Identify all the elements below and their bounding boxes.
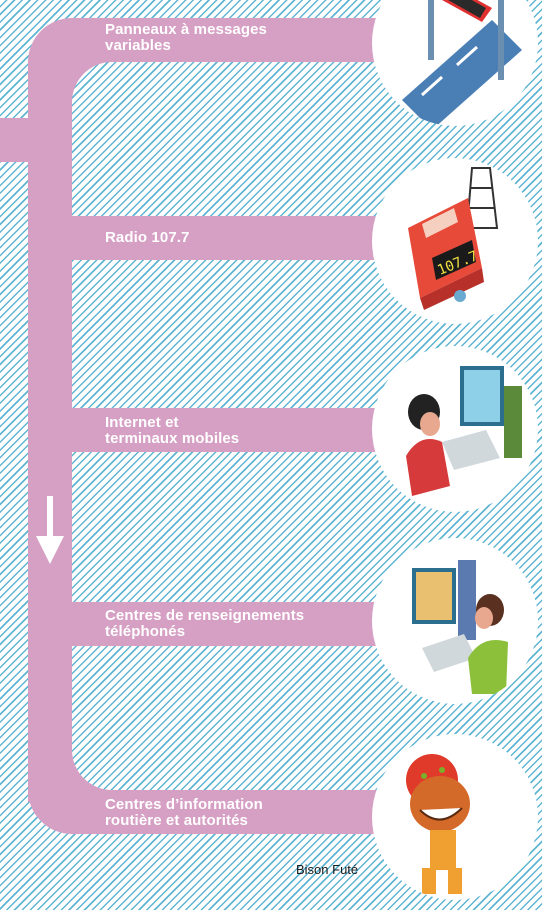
- branch-bar-5: [28, 790, 398, 834]
- branch-bar-3: [28, 408, 398, 452]
- call-center-icon: [372, 538, 538, 704]
- credit-text: Bison Futé: [296, 862, 359, 877]
- computer-user-icon: [372, 346, 538, 512]
- road-sign-icon: [372, 0, 538, 126]
- branch-bar-5-inner-curve: [72, 750, 112, 790]
- input-stub: [0, 118, 40, 162]
- channel-label-1: Panneaux à messages variables: [105, 21, 267, 54]
- channel-label-5: Centres d’information routière et autori…: [105, 796, 263, 829]
- channel-label-2: Radio 107.7: [105, 229, 190, 246]
- branch-bar-1-inner-curve: [72, 62, 112, 102]
- down-arrow-icon: [36, 496, 64, 564]
- branch-bar-1: [28, 18, 388, 62]
- branch-bar-2: [28, 216, 398, 260]
- branch-bar-4: [28, 602, 398, 646]
- channel-label-4: Centres de renseignements téléphonés: [105, 607, 305, 640]
- bison-mascot-icon: [372, 734, 538, 900]
- channel-label-3: Internet et terminaux mobiles: [105, 414, 240, 447]
- radio-icon: 107.7: [372, 158, 538, 324]
